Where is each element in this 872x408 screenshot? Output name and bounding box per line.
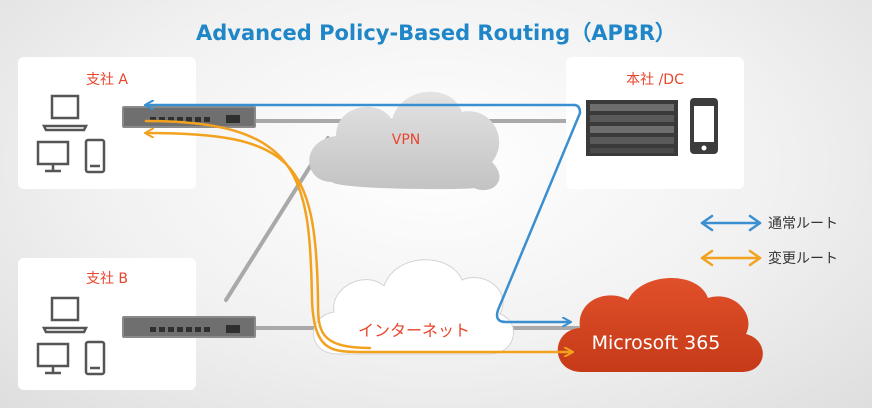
hq-dc-label: 本社 /DC xyxy=(626,72,684,88)
laptop-icon xyxy=(41,94,89,132)
changed-route-to-branch-a xyxy=(146,133,372,350)
legend: 通常ルート 変更ルート xyxy=(700,214,838,267)
laptop-icon xyxy=(41,296,89,334)
vpn-cloud xyxy=(309,91,500,191)
legend-changed-route-label: 変更ルート xyxy=(768,250,838,267)
legend-changed-route: 変更ルート xyxy=(700,249,838,267)
branch-b-label: 支社 B xyxy=(86,271,128,287)
router-icon xyxy=(122,316,256,338)
branch-a-box: 支社 A xyxy=(18,57,196,189)
branch-b-box: 支社 B xyxy=(18,258,196,390)
internet-cloud-label: インターネット xyxy=(358,321,470,340)
monitor-icon xyxy=(36,140,70,173)
legend-normal-route: 通常ルート xyxy=(700,214,838,232)
microsoft-cloud xyxy=(557,277,763,372)
vpn-cloud-label: VPN xyxy=(392,132,421,148)
smartphone-icon xyxy=(690,98,718,154)
changed-route-arrows xyxy=(144,119,572,352)
hq-dc-box: 本社 /DC xyxy=(566,57,744,189)
diagram-title: Advanced Policy-Based Routing（APBR） xyxy=(196,21,676,45)
smartphone-icon xyxy=(84,138,106,174)
monitor-icon xyxy=(36,342,70,375)
server-chassis-icon xyxy=(586,100,678,156)
changed-route-to-microsoft xyxy=(144,119,572,352)
smartphone-icon xyxy=(84,340,106,376)
internet-cloud xyxy=(313,259,514,355)
normal-route-arrows xyxy=(146,103,582,322)
microsoft-365-label: Microsoft 365 xyxy=(592,332,721,354)
normal-route-hq-to-microsoft xyxy=(495,103,582,322)
router-icon xyxy=(122,106,256,128)
branch-a-label: 支社 A xyxy=(86,72,128,88)
legend-normal-route-label: 通常ルート xyxy=(768,216,838,232)
